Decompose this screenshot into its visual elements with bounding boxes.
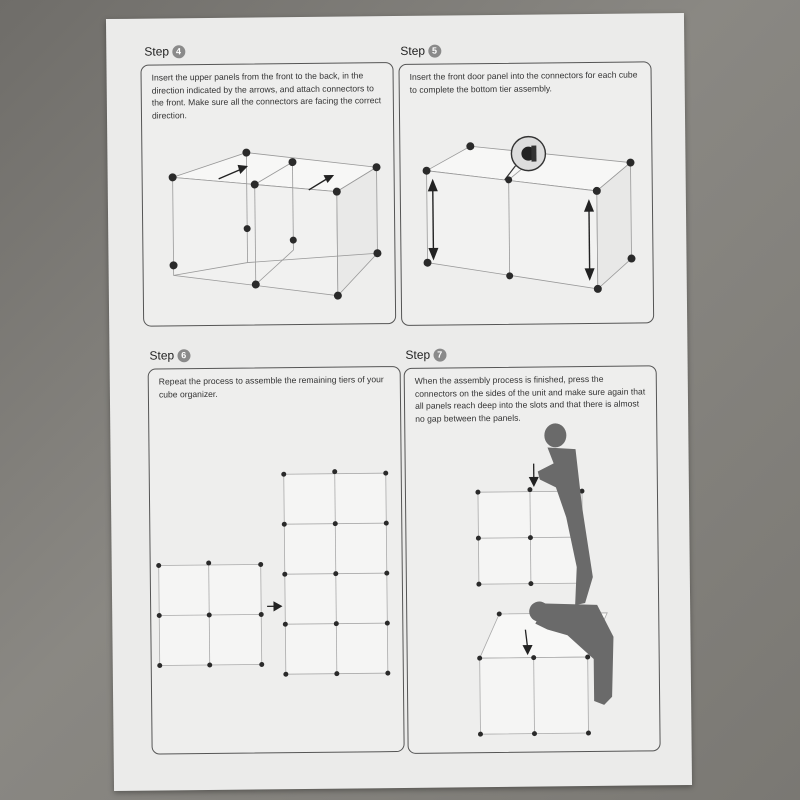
step-4-title: Step 4 [144,44,186,59]
step-4-panel: Insert the upper panels from the front t… [140,62,397,327]
step-6-title: Step 6 [149,348,191,363]
step-number-badge: 5 [427,44,442,58]
step-4-illustration-two-cubes [168,148,382,300]
connector-dots [477,611,591,737]
step-5-title: Step 5 [400,43,442,58]
step-5-illustration-door-panels [422,135,636,293]
step-number-badge: 6 [177,348,191,362]
step-label: Step [405,347,431,362]
person-silhouette-standing [537,423,593,606]
instruction-sheet: Step 4 Insert the upper panels from the … [105,12,693,792]
step-label: Step [149,348,175,363]
connector-dots [156,560,265,669]
step-label: Step [400,43,426,58]
step-6-illustration-stacked-tiers [156,469,391,677]
connector-zoom-callout [504,135,547,181]
step-label: Step [144,44,170,59]
connector-dots [281,469,391,677]
step-6-panel: Repeat the process to assemble the remai… [147,365,405,755]
connector-dots [475,487,586,587]
step-5-panel: Insert the front door panel into the con… [398,61,655,326]
connector-dots [168,148,382,300]
step-7-panel: When the assembly process is finished, p… [403,365,661,754]
step-number-badge: 7 [433,348,447,362]
person-silhouette-bending [529,601,614,705]
step-7-illustration-pressing-connectors [475,423,614,737]
step-7-title: Step 7 [405,347,447,362]
step-number-badge: 4 [171,44,186,58]
connector-dots [422,142,636,293]
